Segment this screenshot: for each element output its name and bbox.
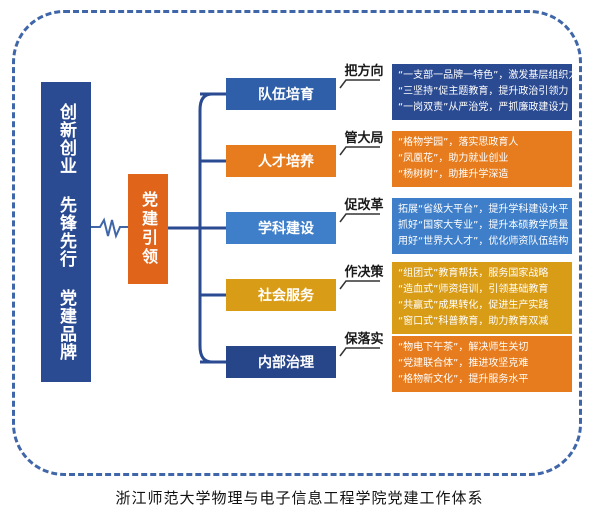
verb-label: 管大局 <box>344 131 384 146</box>
detail-box: “一支部一品牌一特色”，激发基层组织力 “三坚持”促主题教育，提升政治引领力 “… <box>392 64 578 120</box>
category-governance: 内部治理 <box>226 346 336 378</box>
detail-box: 拓展“省级大平台”，提升学科建设水平 抓好“国家大专业”，提升本硕教学质量 用好… <box>392 198 572 254</box>
zigzag-connector <box>91 217 128 240</box>
category-talent-training: 人才培养 <box>226 145 336 177</box>
category-social-service: 社会服务 <box>226 279 336 311</box>
left-title-block: 创新创业 先锋先行 党建品牌 <box>41 82 91 382</box>
detail-box: “格物学园”，落实思政育人 “凤凰花”，助力就业创业 “杨树树”，助推升学深造 <box>392 131 572 187</box>
dashed-frame <box>12 10 582 476</box>
verb-label: 作决策 <box>344 265 384 280</box>
verb-label: 保落实 <box>344 332 384 347</box>
detail-box: “物电下午茶”，解决师生关切 “党建联合体”，推进攻坚克难 “格物新文化”，提升… <box>392 336 572 392</box>
figure-caption: 浙江师范大学物理与电子信息工程学院党建工作体系 <box>115 489 484 507</box>
center-block: 党建引领 <box>128 174 168 284</box>
verb-label: 促改革 <box>344 198 384 213</box>
category-team-building: 队伍培育 <box>226 78 336 110</box>
category-discipline: 学科建设 <box>226 212 336 244</box>
center-block-text: 党建引领 <box>139 191 158 267</box>
detail-box: “组团式”教育帮扶，服务国家战略 “造血式”师资培训，引领基础教育 “共赢式”成… <box>392 262 572 334</box>
left-title-text: 创新创业 先锋先行 党建品牌 <box>56 103 76 361</box>
verb-label: 把方向 <box>344 64 384 79</box>
